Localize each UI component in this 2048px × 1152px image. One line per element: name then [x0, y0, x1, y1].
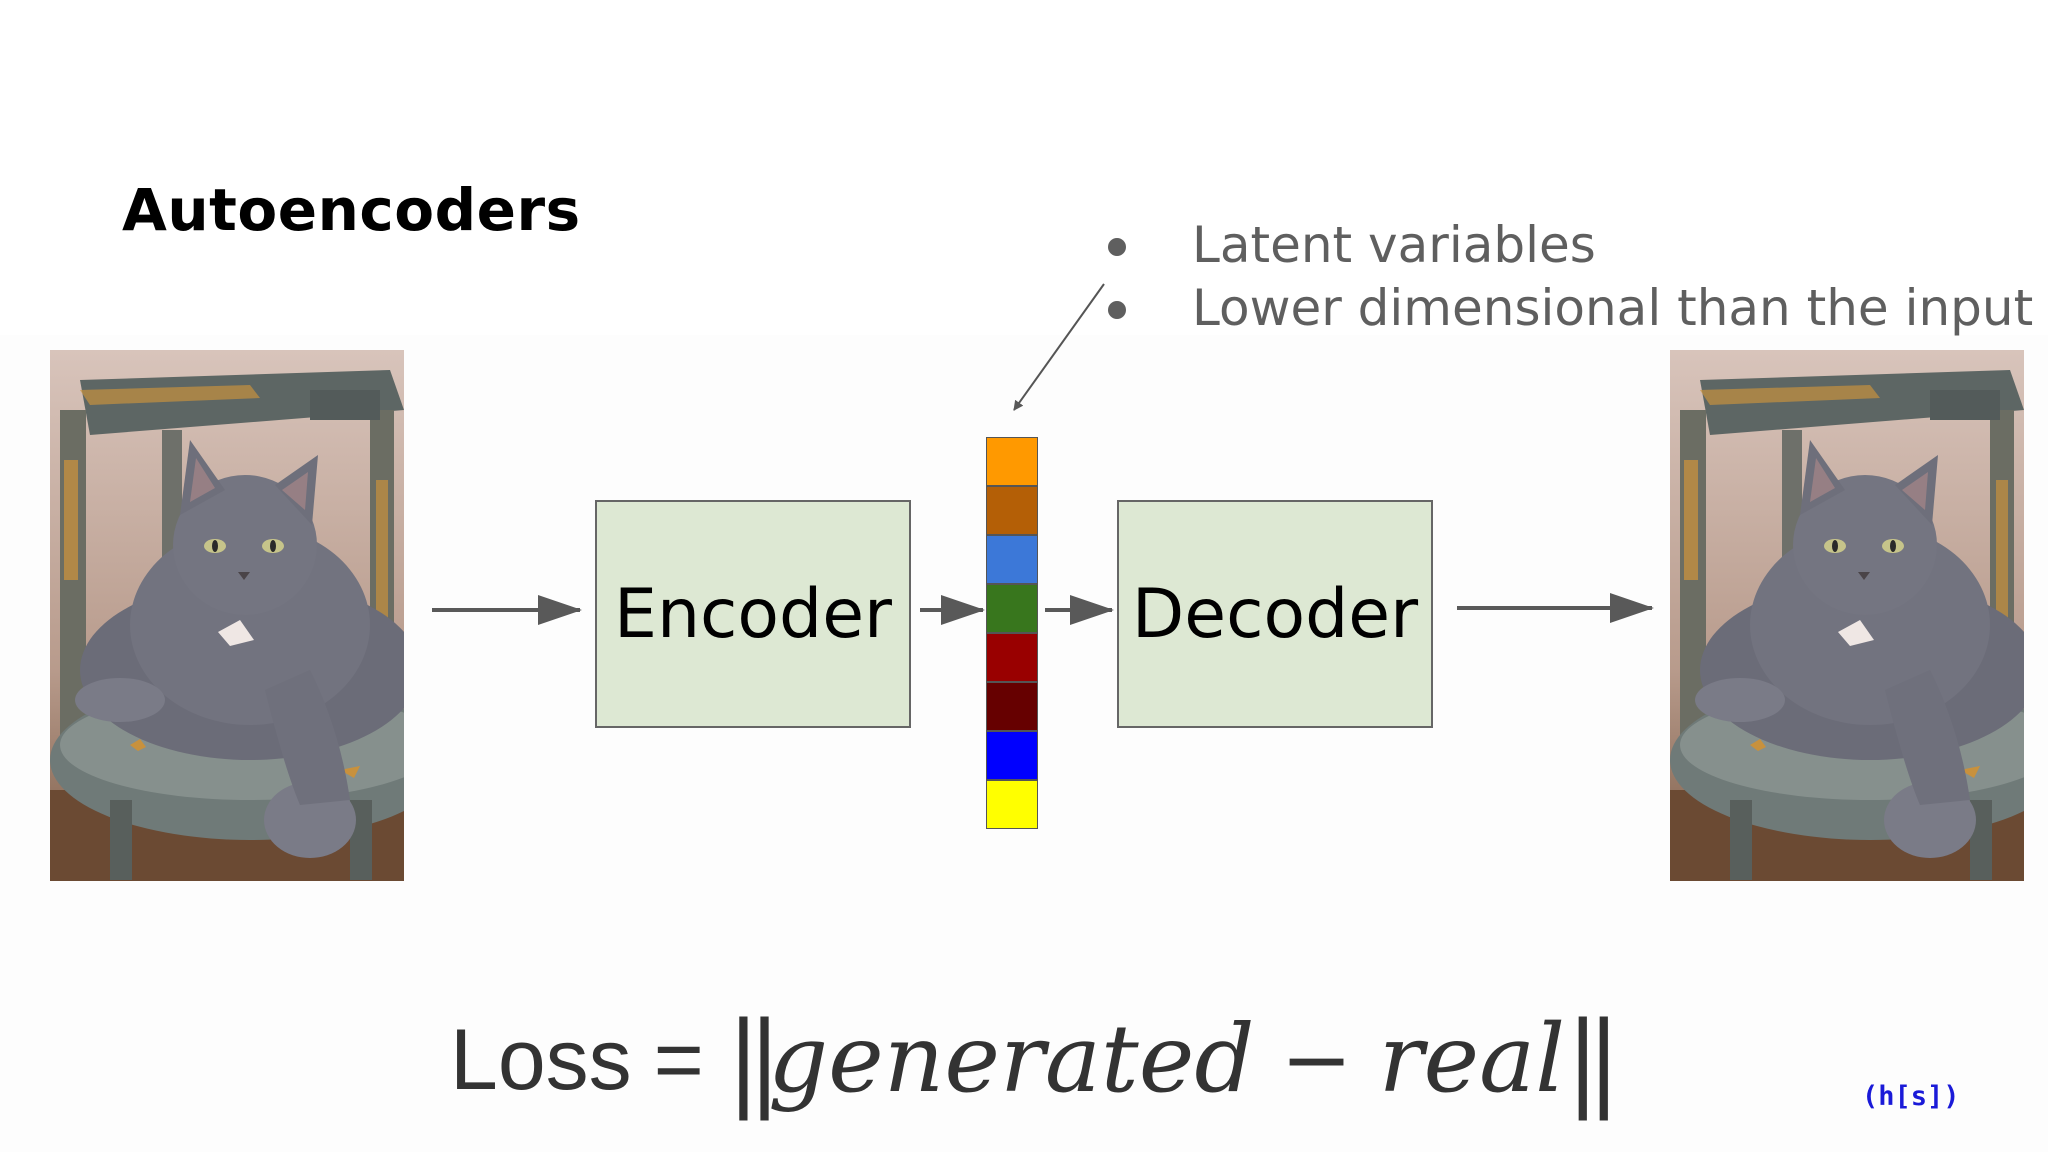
- loss-term-generated: generated: [767, 1005, 1255, 1114]
- loss-word: Loss: [450, 1012, 632, 1108]
- cat-illustration: [50, 350, 404, 881]
- bullet-text: Latent variables: [1192, 216, 1596, 274]
- decoder-box: Decoder: [1117, 500, 1433, 728]
- latent-cell: [986, 633, 1038, 682]
- latent-cell: [986, 731, 1038, 780]
- callout-pointer: [1013, 283, 1105, 411]
- loss-equals: =: [653, 1012, 704, 1108]
- latent-cell: [986, 486, 1038, 535]
- latent-cell: [986, 584, 1038, 633]
- slide-title: Autoencoders: [122, 176, 581, 244]
- latent-cell: [986, 682, 1038, 731]
- loss-minus: −: [1280, 1010, 1353, 1110]
- cat-illustration: [1670, 350, 2024, 881]
- norm-bar-left: ||: [725, 999, 782, 1121]
- input-cat-image: [50, 350, 404, 881]
- encoder-box: Encoder: [595, 500, 911, 728]
- bullet-dot-icon: [1108, 238, 1126, 256]
- latent-cell: [986, 437, 1038, 486]
- brand-logo: (h[s]): [1862, 1081, 1960, 1112]
- bullet-text: Lower dimensional than the input: [1192, 279, 2034, 337]
- latent-vector: [986, 437, 1038, 829]
- bullet-dot-icon: [1108, 301, 1126, 319]
- loss-formula: Loss=||generated−real||: [450, 1005, 1621, 1114]
- norm-bar-right: ||: [1565, 999, 1621, 1121]
- output-cat-image: [1670, 350, 2024, 881]
- latent-cell: [986, 780, 1038, 829]
- loss-term-real: real: [1378, 1005, 1566, 1114]
- latent-cell: [986, 535, 1038, 584]
